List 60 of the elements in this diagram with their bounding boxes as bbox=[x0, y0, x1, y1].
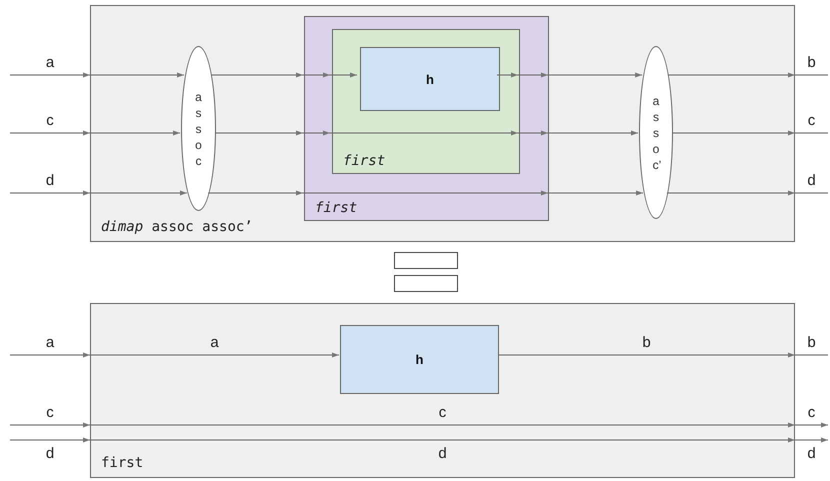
arrow bbox=[794, 438, 828, 442]
arrow bbox=[208, 190, 304, 196]
group-box bbox=[90, 5, 795, 242]
edge-label: b bbox=[807, 335, 816, 351]
node-label: first bbox=[314, 200, 358, 218]
process-box bbox=[360, 47, 500, 111]
edge-label: b bbox=[642, 335, 651, 351]
arrow bbox=[10, 130, 90, 136]
arrow bbox=[496, 72, 518, 78]
arrow bbox=[518, 72, 548, 78]
edge-label: d bbox=[46, 173, 54, 189]
arrow bbox=[302, 130, 330, 136]
arrow bbox=[330, 130, 548, 136]
edge-label: d bbox=[807, 446, 816, 462]
edge-label: d bbox=[46, 446, 54, 462]
edge-label: c bbox=[46, 113, 54, 129]
edge-label: b bbox=[807, 55, 816, 71]
arrow bbox=[666, 190, 796, 196]
arrow bbox=[330, 72, 358, 78]
edge-label: c bbox=[808, 113, 816, 129]
arrow bbox=[302, 72, 330, 78]
arrow bbox=[498, 352, 796, 358]
arrow bbox=[10, 422, 90, 428]
arrow bbox=[672, 130, 796, 136]
arrow bbox=[90, 438, 796, 442]
edge-label: c bbox=[438, 405, 446, 421]
arrow bbox=[90, 422, 796, 428]
node-label: first bbox=[342, 153, 386, 171]
group-box bbox=[332, 29, 520, 174]
edge-label: a bbox=[210, 335, 219, 351]
node-label: first bbox=[100, 455, 144, 473]
arrow bbox=[10, 190, 90, 196]
edge-label: a bbox=[46, 335, 54, 351]
arrow bbox=[10, 352, 90, 358]
arrow bbox=[90, 190, 188, 196]
arrow bbox=[548, 72, 643, 78]
edge-label: d bbox=[807, 173, 816, 189]
arrow bbox=[90, 72, 184, 78]
arrow bbox=[10, 438, 90, 442]
arrow bbox=[302, 190, 644, 196]
process-box bbox=[340, 325, 499, 394]
edge-label: c bbox=[46, 405, 54, 421]
edge-label: c bbox=[808, 405, 816, 421]
arrow bbox=[90, 130, 181, 136]
arrow bbox=[214, 130, 304, 136]
node-label: assoc’ bbox=[652, 92, 660, 172]
node-label: h bbox=[416, 352, 424, 367]
arrow bbox=[90, 352, 340, 358]
node-label: h bbox=[426, 72, 434, 86]
node-label: dimap assoc assoc’ bbox=[100, 219, 253, 237]
edge-label: d bbox=[438, 446, 447, 462]
arrow bbox=[10, 72, 90, 78]
arrow bbox=[794, 422, 828, 428]
group-box bbox=[304, 16, 549, 221]
arrow bbox=[210, 72, 304, 78]
arrow bbox=[667, 72, 796, 78]
group-box bbox=[90, 303, 795, 478]
edge-label: a bbox=[46, 55, 54, 71]
arrow bbox=[548, 130, 638, 136]
node-label: assoc bbox=[195, 88, 202, 168]
